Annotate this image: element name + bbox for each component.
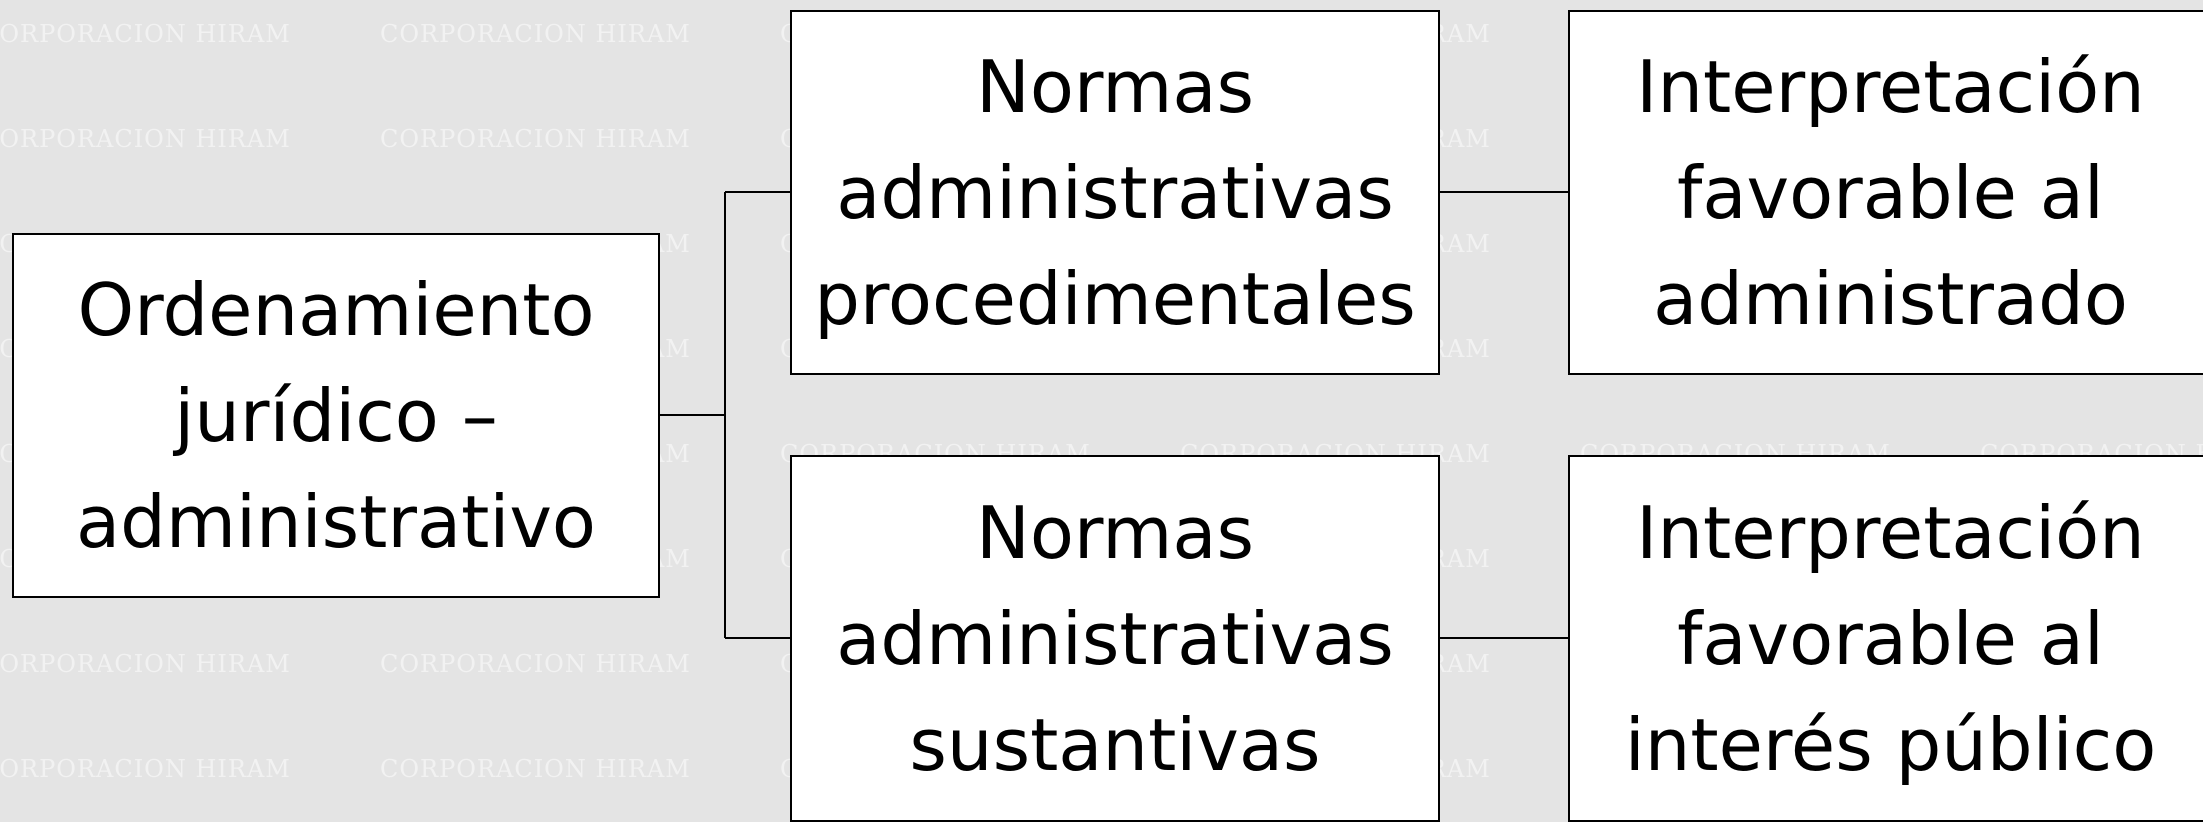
root-node-label: Ordenamientojurídico –administrativo xyxy=(76,267,596,564)
procedural-norms-label: Normasadministrativasprocedimentales xyxy=(814,44,1416,341)
root-node-box: Ordenamientojurídico –administrativo xyxy=(12,233,660,598)
favor-public-interest-label: Interpretaciónfavorable alinterés públic… xyxy=(1624,490,2157,787)
favor-public-interest-box: Interpretaciónfavorable alinterés públic… xyxy=(1568,455,2203,822)
substantive-norms-label: Normasadministrativassustantivas xyxy=(836,490,1394,787)
procedural-norms-box: Normasadministrativasprocedimentales xyxy=(790,10,1440,375)
substantive-norms-box: Normasadministrativassustantivas xyxy=(790,455,1440,822)
favor-administrado-box: Interpretaciónfavorable aladministrado xyxy=(1568,10,2203,375)
favor-administrado-label: Interpretaciónfavorable aladministrado xyxy=(1636,44,2145,341)
